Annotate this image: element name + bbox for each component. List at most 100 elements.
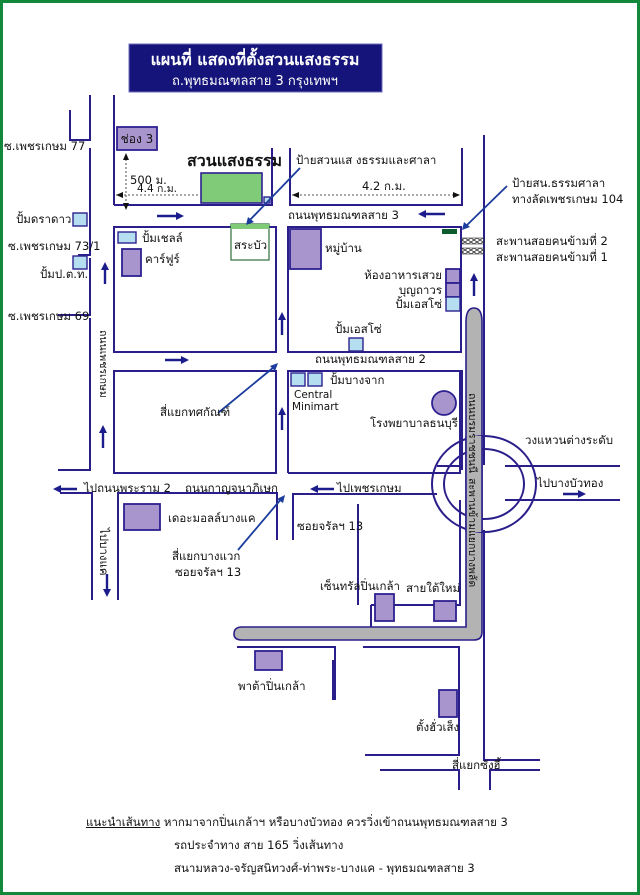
esso-pump-2-icon <box>348 337 364 352</box>
pata-pinklao <box>254 650 283 671</box>
pedestrian-bridge-1 <box>461 247 485 255</box>
restaurant-building <box>445 268 461 284</box>
sabua-roof <box>231 224 269 229</box>
thonburi-hospital <box>431 390 457 416</box>
thonburi-hospital-label: โรงพยาบาลธนบุรี <box>370 416 458 430</box>
carrefour-building <box>121 248 142 277</box>
road-network <box>58 95 620 790</box>
block-b <box>287 226 462 353</box>
carrefour-label: คาร์ฟูร์ <box>145 252 180 266</box>
the-mall-bangkae <box>123 503 161 531</box>
dist-4-4km: 4.4 ก.ม. <box>137 183 177 195</box>
restaurant-label-1: ห้องอาหารเสวย <box>364 268 442 282</box>
tang-hua-seng <box>438 689 458 718</box>
directions-line-3: สนามหลวง-จรัญสนิทวงศ์-ท่าพระ-บางแค - พุท… <box>174 861 475 875</box>
interchange-ring <box>431 435 537 533</box>
channel3-building <box>116 126 158 151</box>
arrow-up-icon <box>99 425 107 448</box>
map-title: แผนที่ แสดงที่ตั้งสวนแสงธรรม <box>151 47 360 69</box>
pump-ptt-label: ปั้มป.ต.ท. <box>40 266 88 281</box>
shell-pump-icon <box>117 231 137 244</box>
to-bangkae-label: ไปบางแค <box>97 527 111 576</box>
directions-line-2: รถประจำทาง สาย 165 วิ่งเส้นทาง <box>174 838 344 852</box>
sabua-building <box>230 223 270 261</box>
sai-tai-mai-label: สายใต้ใหม่ <box>406 581 460 595</box>
bangchak-pump-icon-1 <box>290 372 306 387</box>
road-borommaratchachonnani: ถนนบรมราชชนนี <box>466 393 479 473</box>
road-phetkasem-vertical: ถนนเพชรเกษม <box>97 330 109 398</box>
central-pinklao-label: เซ็นทรัลปิ่นเกล้า <box>320 578 400 593</box>
callout-pointers <box>217 167 508 551</box>
restaurant-label-2: บุญถาวร <box>399 283 442 297</box>
central-minimart-label-1: Central <box>294 389 332 401</box>
the-mall-bangkae-label: เดอะมอลล์บางแค <box>168 511 256 525</box>
traffic-arrows <box>53 210 586 597</box>
to-phetkasem-label: ไปเพชรเกษม <box>336 481 402 495</box>
dist-4-2km: 4.2 ก.ม. <box>362 179 406 193</box>
dist-500m: 500 ม. <box>130 173 167 187</box>
block-d <box>287 370 461 474</box>
pump-esso-1-label: ปั้มเอสโซ่ <box>395 296 442 311</box>
sai-tai-mai <box>433 600 457 622</box>
sign-suan-label: ป้ายสวนแส งธรรมและศาลา <box>296 153 436 167</box>
directions-heading: แนะนำเส้นทาง <box>86 815 161 829</box>
directions-text-1: หากมาจากปิ่นเกล้าฯ หรือบางบัวทอง ควรวิ่ง… <box>163 815 508 829</box>
bangchak-pump-icon-2 <box>307 372 323 387</box>
pump-daradao-label: ปั้มดราดาว <box>16 211 71 226</box>
sign-thammasala-label-2: ทางลัดเพชรเกษม 104 <box>512 192 623 206</box>
map-labels: 500 ม. 4.4 ก.ม. สวนแสงธรรม ป้ายสวนแส งธร… <box>4 139 623 772</box>
arrow-left-icon <box>310 485 334 493</box>
expressway <box>233 307 483 641</box>
soi-phetkasem-73-1: ซ.เพชรเกษม 73/1 <box>8 239 101 253</box>
intersection-bangwaek-2: ซอยจรัลฯ 13 <box>175 565 241 579</box>
to-rama2-label: ไปถนนพระราม 2 <box>83 481 171 495</box>
bridge-2-label: สะพานสอยคนข้ามที่ 2 <box>496 233 608 248</box>
arrow-down-icon <box>103 574 111 597</box>
soi-phetkasem-69: ซ.เพชรเกษม 69 <box>8 309 89 323</box>
interchange-label: วงแหวนต่างระดับ <box>525 433 613 447</box>
arrow-up-icon <box>470 273 478 296</box>
road-buddhamonthon-3: ถนนพุทธมณฑลสาย 3 <box>288 208 399 222</box>
pedestrian-bridge-2 <box>461 237 485 245</box>
distance-markers <box>116 153 460 210</box>
arrow-right-icon <box>165 356 189 364</box>
esso-pump-1-icon <box>445 296 461 312</box>
suan-saengtham-label: สวนแสงธรรม <box>187 151 282 170</box>
pump-bangchak-label: ปั้มบางจาก <box>330 372 384 387</box>
arrow-right-icon <box>157 212 184 220</box>
soi-phetkasem-77: ซ.เพชรเกษม 77 <box>4 139 85 153</box>
central-minimart-label-2: Minimart <box>292 401 339 413</box>
pump-shell-label: ปั้มเชลล์ <box>142 230 183 245</box>
soi-charan-13: ซอยจรัลฯ 13 <box>297 519 363 533</box>
arrow-left-icon <box>53 485 77 493</box>
daradao-pump-icon <box>72 212 88 227</box>
arrow-left-icon <box>418 210 445 218</box>
arrow-up-icon <box>278 407 286 430</box>
map-subtitle: ถ.พุทธมณฑลสาย 3 กรุงเทพฯ <box>172 74 338 89</box>
intersection-bangwaek-1: สี่แยกบางแวก <box>172 548 240 563</box>
boonthavorn-building <box>445 282 461 298</box>
tang-hua-seng-label: ตั้งฮั่วเส็ง <box>416 719 459 734</box>
arrow-up-icon <box>278 312 286 335</box>
directions-line-1: แนะนำเส้นทาง หากมาจากปิ่นเกล้าฯ หรือบางบ… <box>86 814 508 832</box>
suan-saengtham-park <box>200 172 263 204</box>
bridge-expressway-label: สะพานข้ามแยกบางพลัด <box>466 478 478 587</box>
block-c <box>113 370 277 474</box>
map-header: แผนที่ แสดงที่ตั้งสวนแสงธรรม ถ.พุทธมณฑลส… <box>128 43 383 93</box>
intersection-sanghee-label: สี่แยกซังฮี้ <box>452 757 502 772</box>
intersection-thosakan: สี่แยกทศกัณฑ์ <box>160 404 230 419</box>
pump-esso-2-label: ปั้มเอสโซ่ <box>335 321 382 336</box>
road-buddhamonthon-2: ถนนพุทธมณฑลสาย 2 <box>315 352 426 366</box>
road-kanchanaphisek: ถนนกาญจนาภิเษก <box>185 481 278 495</box>
block-a <box>113 226 277 353</box>
bridge-1-label: สะพานสอยคนข้ามที่ 1 <box>496 249 608 264</box>
arrow-up-icon <box>101 262 109 284</box>
sign-thammasala-label-1: ป้ายสน.ธรรมศาลา <box>512 176 605 190</box>
village-building <box>289 228 322 270</box>
channel3-label: ช่อง 3 <box>121 132 154 146</box>
thammasala-sign <box>442 229 457 234</box>
central-pinklao <box>374 593 395 622</box>
sabua-label: สระบัว <box>234 238 267 252</box>
